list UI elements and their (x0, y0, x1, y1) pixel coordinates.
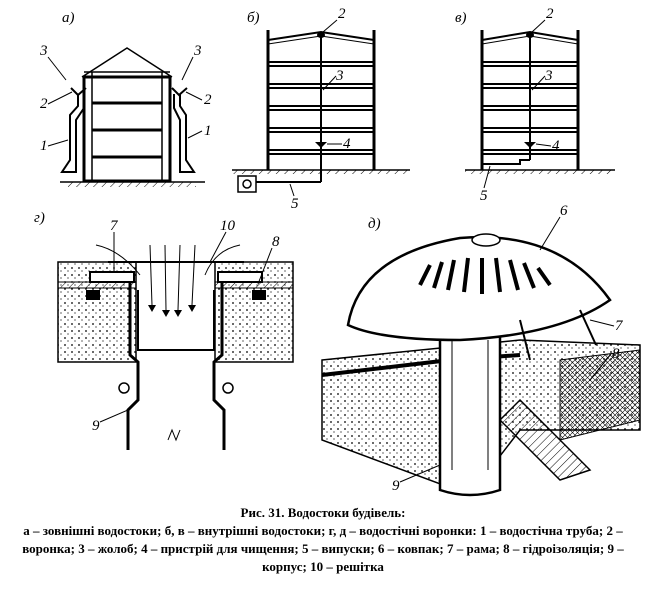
label-2-right: 2 (204, 92, 212, 108)
label-1-right: 1 (204, 123, 212, 139)
panel-a-external-drains: а) 3 2 1 3 2 1 (39, 10, 212, 187)
funnel-body-d (438, 330, 502, 497)
label-3-left: 3 (39, 43, 48, 59)
outlet-v (482, 159, 530, 165)
label-8-g: 8 (272, 234, 280, 250)
label-10-g: 10 (220, 218, 236, 234)
caption-legend: а – зовнішні водостоки; б, в – внутрішні… (22, 523, 624, 574)
panel-v-internal-drains: в) 2 3 4 5 (455, 6, 615, 204)
panel-g-funnel-section: г) (34, 210, 294, 450)
label-2-b: 2 (338, 6, 346, 22)
panel-label-g: г) (34, 210, 45, 226)
drainage-figure: а) 3 2 1 3 2 1 б) (34, 6, 641, 497)
label-3-v: 3 (544, 68, 553, 84)
sewer-manhole (237, 175, 257, 193)
label-6-d: 6 (560, 203, 568, 219)
panel-label-b: б) (247, 10, 260, 26)
label-9-g: 9 (92, 418, 100, 434)
label-7-g: 7 (110, 218, 119, 234)
label-8-d: 8 (612, 346, 620, 362)
figure-caption: Рис. 31. Водостоки будівель: а – зовнішн… (0, 504, 646, 576)
label-3-b: 3 (335, 68, 344, 84)
label-5-v: 5 (480, 188, 488, 204)
panel-label-a: а) (62, 10, 75, 26)
label-4-b: 4 (343, 136, 351, 152)
cap-d (346, 236, 612, 342)
label-1-left: 1 (40, 138, 48, 154)
label-5-b: 5 (291, 196, 299, 212)
label-9-d: 9 (392, 478, 400, 494)
downpipe-left (60, 94, 85, 173)
label-2-left: 2 (40, 96, 48, 112)
panel-b-internal-drains: б) 2 3 4 5 (232, 6, 410, 212)
label-4-v: 4 (552, 138, 560, 154)
downpipe-right (173, 94, 196, 173)
building-a (82, 75, 172, 183)
panel-d-funnel-perspective: д) 6 7 8 9 (321, 203, 641, 497)
label-7-d: 7 (615, 318, 624, 334)
panel-label-d: д) (368, 216, 381, 232)
caption-title: Рис. 31. Водостоки будівель: (240, 505, 406, 520)
funnel-body-g (126, 280, 226, 450)
label-3-right: 3 (193, 43, 202, 59)
panel-label-v: в) (455, 10, 467, 26)
label-2-v: 2 (546, 6, 554, 22)
